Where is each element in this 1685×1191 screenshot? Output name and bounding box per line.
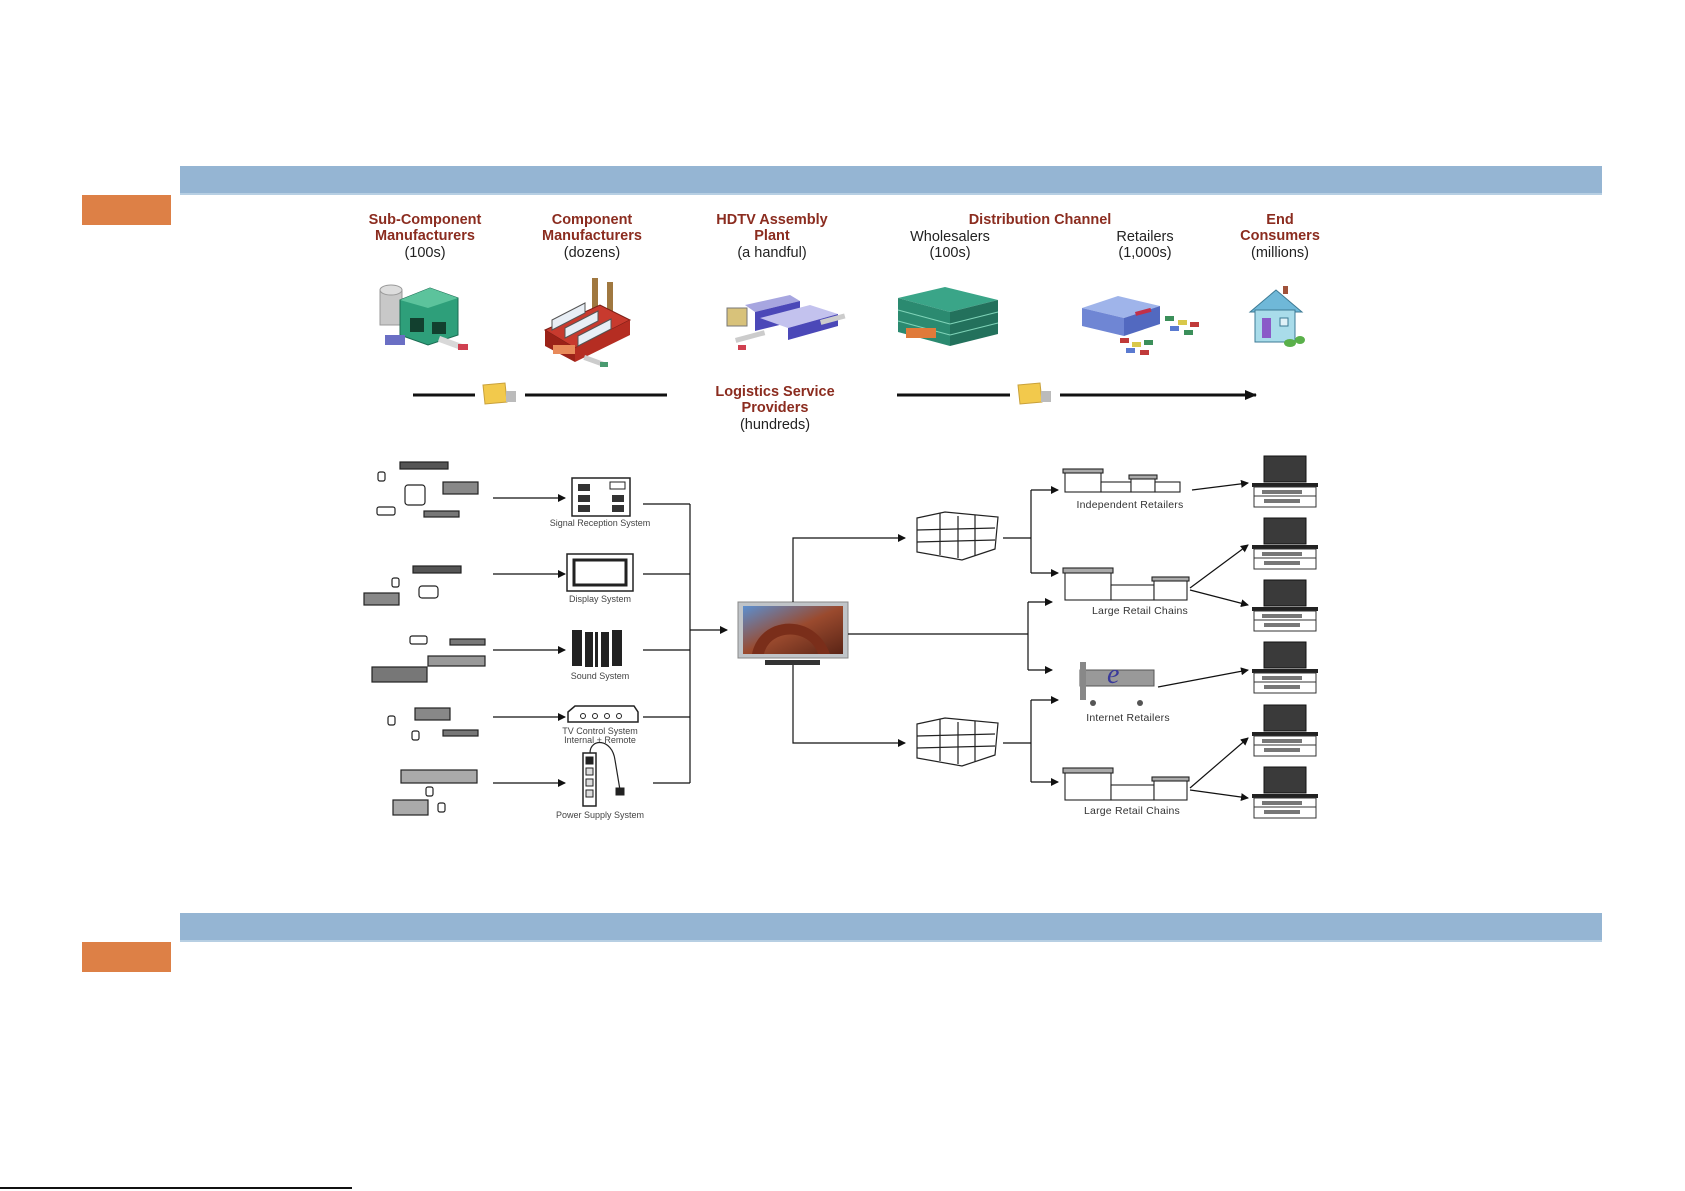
logistics-title-line: Providers: [741, 400, 809, 416]
stage-count-assembly: (a handful): [737, 245, 807, 261]
house-icon: [1248, 286, 1305, 347]
subsystem-label-power: Power Supply System: [555, 810, 645, 820]
display-system-icon: [566, 553, 634, 592]
wholesalers-count: (100s): [929, 245, 971, 261]
retailers-label: Retailers: [1116, 229, 1174, 245]
svg-text:e: e: [1107, 659, 1119, 690]
stage-title-line: HDTV Assembly: [716, 212, 828, 228]
wholesale-retail-lines: [1003, 486, 1059, 786]
sound-system-icon: [572, 630, 622, 667]
large-retail-chain-icon: [1062, 767, 1190, 801]
stage-count-consumers: (millions): [1251, 245, 1309, 261]
tv-stand-icon: [1252, 455, 1318, 508]
tv-control-icon: [567, 705, 639, 723]
tv-stand-icon: [1252, 766, 1318, 819]
retail-label-independent: Independent Retailers: [1076, 499, 1184, 511]
logistics-count: (hundreds): [739, 417, 811, 433]
tv-stand-icon: [1252, 579, 1318, 632]
subsystem-bus: [643, 503, 728, 784]
section-tab-bottom: [82, 942, 171, 972]
header-band-top: [180, 166, 1602, 195]
footer-rule: [0, 1187, 352, 1189]
stage-title-distribution: Distribution Channel: [968, 212, 1112, 228]
large-retail-chain-icon: [1062, 567, 1190, 601]
stage-count-subcomponent: (100s): [404, 245, 446, 261]
consumer-tv-stands: [1252, 455, 1318, 819]
stage-title-line: End: [1266, 212, 1294, 228]
stage-title-line: Manufacturers: [542, 228, 642, 244]
subsystem-label-sound: Sound System: [570, 671, 630, 681]
hdtv-icon: [737, 601, 849, 665]
retailers-count: (1,000s): [1118, 245, 1172, 261]
stage-title-consumers: End Consumers: [1220, 212, 1340, 244]
subsystem-label-signal: Signal Reception System: [549, 518, 651, 528]
stage-title-assembly: HDTV Assembly Plant: [692, 212, 852, 244]
section-tab-top: [82, 195, 171, 225]
subsystem-label-control-sub: Internal + Remote: [564, 735, 636, 745]
stage-title-line: Manufacturers: [375, 228, 475, 244]
retail-label-internet: Internet Retailers: [1086, 712, 1170, 724]
subsystem-label-control: TV Control System: [562, 726, 638, 736]
pallet-icon: [916, 511, 999, 561]
stage-count-component: (dozens): [563, 245, 621, 261]
stage-title-line: Sub-Component: [368, 212, 482, 228]
logistics-title: Logistics Service Providers: [690, 384, 860, 416]
warehouse-icon: [897, 287, 999, 346]
stage-title-subcomponent: Sub-Component Manufacturers: [345, 212, 505, 244]
parts-to-subsystem-arrows: [493, 494, 566, 787]
hdtv-distribution-lines: [792, 534, 1053, 747]
stage-title-component: Component Manufacturers: [512, 212, 672, 244]
factory-green-icon: [379, 284, 468, 351]
internet-retailer-icon: e: [1079, 659, 1155, 706]
independent-retailer-icon: [1062, 468, 1181, 493]
parking-cars: [1120, 316, 1199, 355]
tv-stand-icon: [1252, 517, 1318, 570]
tv-stand-icon: [1252, 704, 1318, 757]
wholesalers-label: Wholesalers: [910, 229, 990, 245]
pallet-icon: [916, 717, 999, 767]
truck-icon: [1017, 382, 1051, 405]
truck-icon: [482, 382, 516, 405]
power-strip-icon: [582, 742, 625, 807]
header-band-bottom: [180, 913, 1602, 942]
retail-consumer-arrows: [1157, 479, 1249, 802]
retail-label-chains-1: Large Retail Chains: [1091, 605, 1189, 617]
subsystem-label-display: Display System: [568, 594, 631, 604]
assembly-plant-icon: [726, 295, 846, 350]
stage-title-line: Plant: [754, 228, 790, 244]
tv-stand-icon: [1252, 641, 1318, 694]
retail-store-icon: [1082, 296, 1199, 355]
sub-component-parts: [363, 461, 486, 816]
logistics-title-line: Logistics Service: [715, 384, 835, 400]
signal-reception-icon: [571, 477, 631, 517]
factory-red-icon: [543, 278, 632, 367]
retail-label-chains-2: Large Retail Chains: [1083, 805, 1181, 817]
stage-title-line: Component: [551, 212, 633, 228]
stage-title-line: Consumers: [1240, 228, 1320, 244]
